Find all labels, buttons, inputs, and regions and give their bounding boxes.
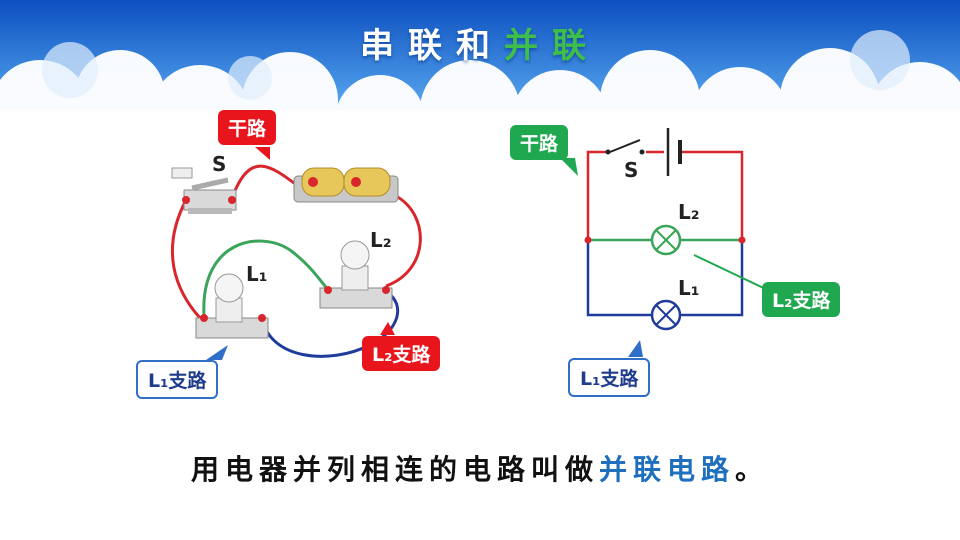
left-blue-wire [260, 291, 400, 358]
right-lamp1-label: L₁ [678, 276, 700, 300]
left-red-wire-top [230, 164, 299, 199]
title-highlight: 并联 [504, 26, 600, 66]
right-branch1-callout: L₁支路 [568, 358, 651, 397]
right-branch2-callout: L₂支路 [762, 282, 841, 317]
left-trunk-callout: 干路 [218, 110, 277, 145]
knife-switch [171, 167, 237, 214]
page-title: 串联和并联 [360, 26, 600, 66]
right-trunk-callout: 干路 [510, 125, 569, 160]
definition-sentence: 用电器并列相连的电路叫做并联电路。 [190, 453, 770, 486]
definition-highlight: 并联电路 [598, 453, 735, 486]
sky-header-background [0, 0, 960, 160]
lamp-l1 [195, 273, 269, 339]
left-lamp2-label: L₂ [370, 228, 392, 252]
left-branch2-callout: L₂支路 [362, 336, 441, 371]
left-switch-label: S [212, 152, 227, 176]
right-switch-blade [609, 139, 641, 153]
left-red-wire-left [171, 199, 202, 319]
left-green-wire [202, 239, 330, 317]
left-branch1-callout: L₁支路 [136, 360, 219, 399]
left-red-wire-right [385, 194, 422, 288]
left-lamp1-label: L₁ [246, 262, 268, 286]
left-branch2-callout-tail [380, 322, 395, 335]
right-switch-label: S [624, 158, 639, 182]
right-branch1-callout-tail [628, 340, 643, 357]
left-trunk-callout-tail [255, 147, 270, 160]
battery-pack [293, 167, 399, 203]
right-trunk-callout-tail [560, 158, 578, 176]
lamp-l2 [319, 240, 393, 309]
left-branch1-callout-tail [206, 345, 228, 360]
right-l2-branch-pointer [693, 254, 773, 293]
right-lamp2-label: L₂ [678, 200, 700, 224]
